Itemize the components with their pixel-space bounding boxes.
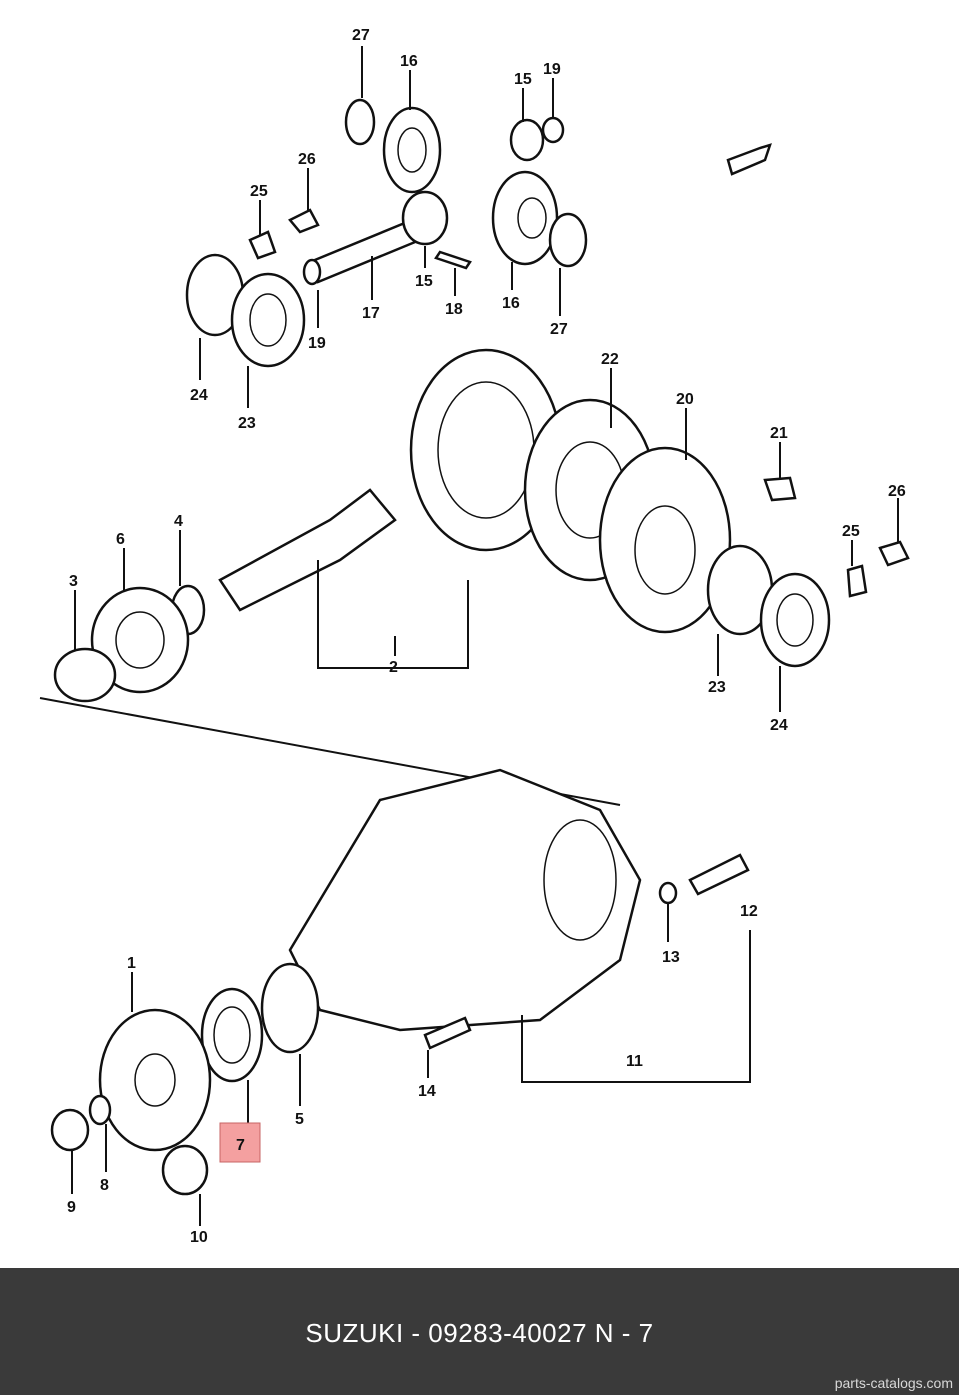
- part-23-bearing-top[interactable]: [230, 272, 306, 368]
- part-15-pinion-top[interactable]: [509, 118, 545, 162]
- part-2-drive-pinion[interactable]: [218, 488, 397, 612]
- label-19-shaft[interactable]: 19: [308, 335, 326, 352]
- ring-pinion-group: [39, 348, 910, 806]
- differential-gear-group: [185, 98, 772, 368]
- part-10-nut[interactable]: [161, 1144, 209, 1196]
- part-7-highlight: [219, 1122, 261, 1163]
- label-8[interactable]: 8: [100, 1177, 109, 1194]
- part-7-oil-seal[interactable]: [200, 987, 264, 1083]
- part-6-pinion-bearing[interactable]: [90, 586, 190, 694]
- label-16-top[interactable]: 16: [400, 53, 418, 70]
- part-20-case-cover[interactable]: [598, 446, 732, 634]
- label-7[interactable]: 7: [236, 1137, 245, 1154]
- label-24-right[interactable]: 24: [770, 717, 788, 734]
- part-19-washer-shaft[interactable]: [302, 258, 322, 286]
- label-25-top[interactable]: 25: [250, 183, 268, 200]
- parts-diagram: 27 16 15 19 26 25 17 15 18 16 27 19 24 2…: [39, 27, 910, 1246]
- footer-bar: SUZUKI - 09283-40027 N - 7 parts-catalog…: [0, 1268, 959, 1395]
- label-19-top[interactable]: 19: [543, 61, 561, 78]
- part-16-side-gear-bottom[interactable]: [491, 170, 559, 266]
- label-20[interactable]: 20: [676, 391, 694, 408]
- part-26-bolt-right[interactable]: [878, 540, 910, 567]
- part-24-bearing-race-right[interactable]: [759, 572, 831, 668]
- label-11[interactable]: 11: [626, 1053, 643, 1070]
- exploded-view-svg: 27 16 15 19 26 25 17 15 18 16 27 19 24 2…: [39, 27, 910, 1246]
- label-9[interactable]: 9: [67, 1199, 76, 1216]
- label-5[interactable]: 5: [295, 1111, 304, 1128]
- label-22[interactable]: 22: [601, 351, 619, 368]
- part-1-flange[interactable]: [98, 1008, 212, 1152]
- label-13[interactable]: 13: [662, 949, 680, 966]
- part-27-washer-top[interactable]: [344, 98, 376, 146]
- label-27-top[interactable]: 27: [352, 27, 370, 44]
- part-27-washer-bottom[interactable]: [548, 212, 588, 268]
- label-23-right[interactable]: 23: [708, 679, 726, 696]
- part-19-washer-top[interactable]: [541, 116, 565, 144]
- part-25-lock-top[interactable]: [248, 230, 277, 260]
- part-15-pinion-mid[interactable]: [401, 190, 449, 246]
- label-18[interactable]: 18: [445, 301, 463, 318]
- label-12[interactable]: 12: [740, 903, 758, 920]
- part-8-washer[interactable]: [88, 1094, 112, 1126]
- part-14-bolt[interactable]: [423, 1016, 472, 1050]
- part-16-side-gear-top[interactable]: [382, 106, 442, 194]
- label-4[interactable]: 4: [174, 513, 183, 530]
- part-number-title: SUZUKI - 09283-40027 N - 7: [305, 1318, 654, 1348]
- label-21[interactable]: 21: [770, 425, 788, 442]
- label-17[interactable]: 17: [362, 305, 380, 322]
- part-labels: 27 16 15 19 26 25 17 15 18 16 27 19 24 2…: [67, 27, 906, 1246]
- part-11-housing[interactable]: [288, 768, 642, 1032]
- label-23-top[interactable]: 23: [238, 415, 256, 432]
- part-9-nut[interactable]: [50, 1108, 90, 1152]
- part-12-bolt[interactable]: [688, 853, 750, 896]
- part-17-pinion-shaft[interactable]: [308, 218, 422, 284]
- label-25-right[interactable]: 25: [842, 523, 860, 540]
- label-14[interactable]: 14: [418, 1083, 436, 1100]
- housing-group: [50, 768, 751, 1196]
- part-3-inner-bearing[interactable]: [53, 647, 117, 703]
- label-26-right[interactable]: 26: [888, 483, 906, 500]
- label-24-top[interactable]: 24: [190, 387, 208, 404]
- label-27-bottom[interactable]: 27: [550, 321, 568, 338]
- label-10[interactable]: 10: [190, 1229, 208, 1246]
- label-3[interactable]: 3: [69, 573, 78, 590]
- label-6[interactable]: 6: [116, 531, 125, 548]
- label-1[interactable]: 1: [127, 955, 136, 972]
- label-16-bottom[interactable]: 16: [502, 295, 520, 312]
- part-13-washer[interactable]: [658, 881, 678, 905]
- label-2[interactable]: 2: [389, 659, 398, 676]
- label-15-mid[interactable]: 15: [415, 273, 433, 290]
- label-26-top[interactable]: 26: [298, 151, 316, 168]
- site-watermark-link[interactable]: parts-catalogs.com: [834, 1375, 953, 1391]
- front-arrow-icon: [726, 143, 772, 176]
- part-5-bearing[interactable]: [260, 962, 320, 1054]
- part-18-pin[interactable]: [434, 250, 472, 270]
- leader-lines: [71, 46, 899, 1226]
- part-26-bolt-top[interactable]: [288, 208, 320, 234]
- label-15-top[interactable]: 15: [514, 71, 532, 88]
- part-21-bolt[interactable]: [763, 476, 797, 502]
- part-25-lock-right[interactable]: [846, 564, 868, 598]
